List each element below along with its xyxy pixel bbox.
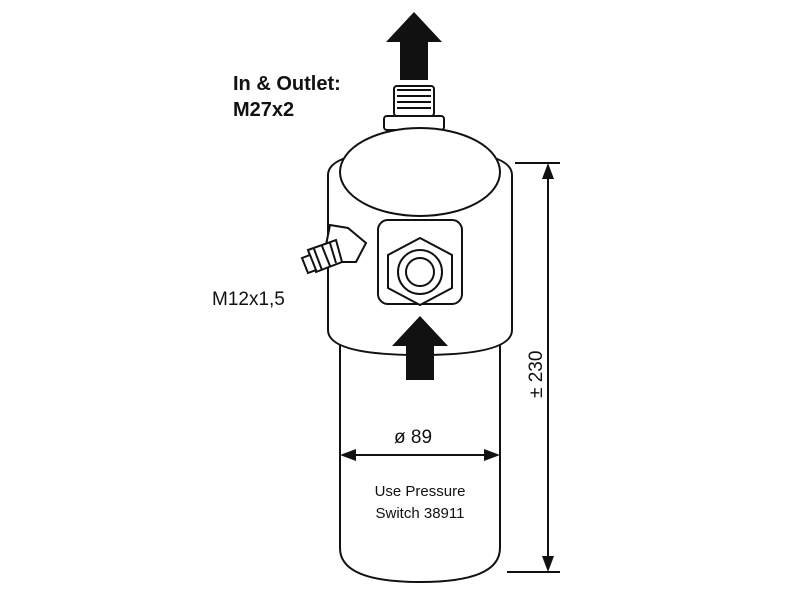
inlet-arrow [392, 316, 448, 380]
inlet-outlet-label-line1: In & Outlet: [233, 73, 341, 95]
side-port-label: M12x1,5 [212, 289, 285, 310]
outlet-arrow [386, 12, 442, 80]
front-hex-port [377, 219, 463, 307]
diameter-dimension [340, 449, 500, 461]
top-threaded-fitting [383, 85, 445, 131]
height-dimension [507, 162, 560, 573]
side-port-fitting [300, 223, 368, 275]
diameter-label: ø 89 [394, 427, 432, 448]
note-label-line1: Use Pressure [375, 483, 466, 500]
height-label: ± 230 [526, 351, 547, 398]
note-label-line2: Switch 38911 [376, 505, 465, 522]
inlet-outlet-label-line2: M27x2 [233, 99, 294, 121]
